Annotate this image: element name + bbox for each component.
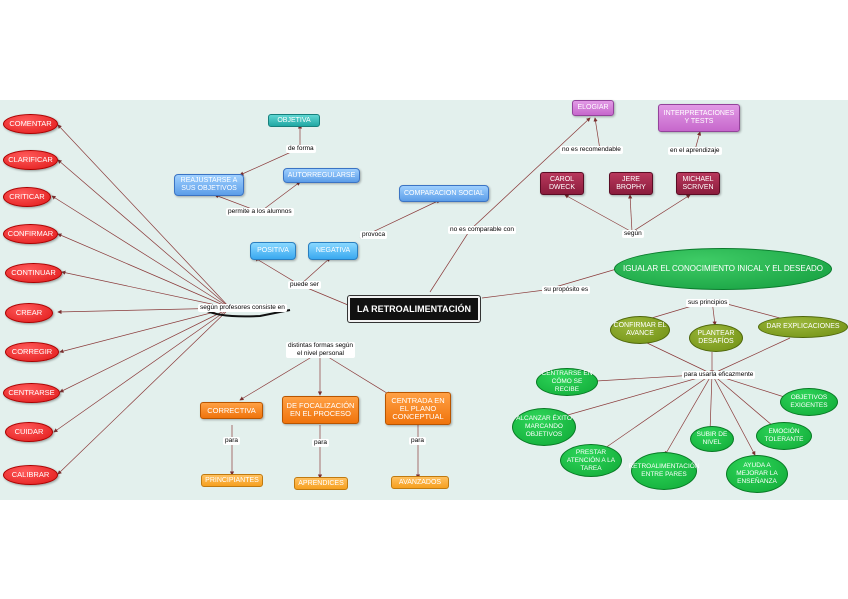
link-label: según profesores consiste en — [198, 304, 287, 312]
eficaz-node: OBJETIVOS EXIGENTES — [780, 388, 838, 416]
verb-node: CREAR — [5, 303, 53, 323]
eficaz-node: SUBIR DE NIVEL — [690, 426, 734, 452]
eficaz-node: AYUDA A MEJORAR LA ENSEÑANZA — [726, 455, 788, 493]
verb-node: CRITICAR — [3, 187, 51, 207]
link-label: de forma — [286, 145, 316, 153]
level-node: CORRECTIVA — [200, 402, 263, 419]
link-label: permite a los alumnos — [226, 208, 294, 216]
link-label: para usarla eficazmente — [682, 371, 756, 379]
comparacion-node: COMPARACION SOCIAL — [399, 185, 489, 202]
link-label: su propósito es — [542, 286, 591, 294]
principio-node: PLANTEAR DESAFÍOS — [689, 324, 743, 352]
link-label: no es comparable con — [448, 226, 516, 234]
verb-node: CENTRARSE — [3, 383, 60, 403]
verb-node: CONFIRMAR — [3, 224, 58, 244]
link-label: puede ser — [288, 281, 321, 289]
elogiar-node: ELOGIAR — [572, 100, 614, 116]
link-label: para — [409, 437, 427, 445]
verb-node: CUIDAR — [5, 422, 53, 442]
negativa-node: NEGATIVA — [308, 242, 358, 260]
eficaz-node: EMOCIÓN TOLERANTE — [756, 422, 812, 450]
autorregularse-node: AUTORREGULARSE — [283, 168, 360, 183]
target-node: APRENDICES — [294, 477, 348, 490]
link-label: para — [223, 437, 241, 445]
principio-node: CONFIRMAR EL AVANCE — [610, 316, 670, 344]
verb-node: CALIBRAR — [3, 465, 58, 485]
verb-node: CORREGIR — [5, 342, 59, 362]
central-topic: LA RETROALIMENTACIÓN — [347, 295, 481, 323]
principio-node: DAR EXPLICACIONES — [758, 316, 848, 338]
objetiva-node: OBJETIVA — [268, 114, 320, 127]
eficaz-node: CENTRARSE EN CÓMO SE RECIBE — [536, 368, 598, 396]
target-node: AVANZADOS — [391, 476, 449, 489]
positiva-node: POSITIVA — [250, 242, 296, 260]
interpretaciones-node: INTERPRETACIONES Y TESTS — [658, 104, 740, 132]
eficaz-node: PRESTAR ATENCIÓN A LA TAREA — [560, 444, 622, 477]
proposito-node: IGUALAR EL CONOCIMIENTO INICAL Y EL DESE… — [614, 248, 832, 290]
link-label: para — [312, 439, 330, 447]
target-node: PRINCIPIANTES — [201, 474, 263, 487]
reajustar-node: REAJUSTARSE A SUS OBJETIVOS — [174, 174, 244, 196]
eficaz-node: ALCANZAR ÉXITO MARCANDO OBJETIVOS — [512, 408, 576, 446]
link-label: según — [622, 230, 644, 238]
verb-node: CLARIFICAR — [3, 150, 58, 170]
link-label: sus principios — [686, 299, 730, 307]
eficaz-node: RETROALIMENTACIÓN ENTRE PARES — [628, 452, 700, 490]
link-label: provoca — [360, 231, 388, 239]
level-node: CENTRADA EN EL PLANO CONCEPTUAL — [385, 392, 451, 425]
link-label: distintas formas según el nivel personal — [286, 342, 356, 358]
verb-node: COMENTAR — [3, 114, 58, 134]
link-label: en el aprendizaje — [668, 147, 722, 155]
level-node: DE FOCALIZACIÓN EN EL PROCESO — [282, 396, 359, 424]
verb-node: CONTINUAR — [5, 263, 62, 283]
author-node: JERE BROPHY — [609, 172, 653, 195]
link-label: no es recomendable — [560, 146, 623, 154]
author-node: CAROL DWECK — [540, 172, 584, 195]
author-node: MICHAEL SCRIVEN — [676, 172, 720, 195]
